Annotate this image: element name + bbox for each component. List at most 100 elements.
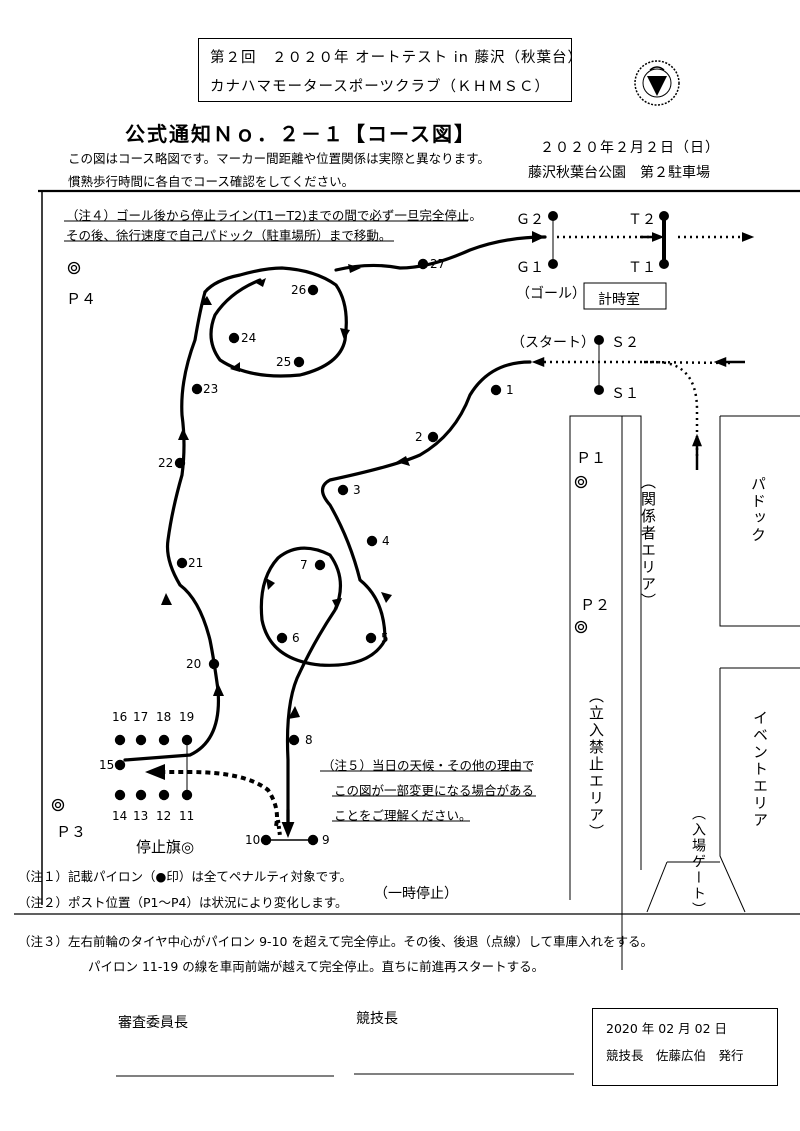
label-p2: Ｐ２ [580,596,611,614]
course-arrows [161,231,545,719]
pylon-label-18: 18 [156,710,172,724]
label-t2: Ｔ２ [628,212,656,228]
pylon-8 [288,734,300,746]
pylon-label-12: 12 [156,809,172,823]
intro-line-2: 慣熟歩行時間に各自でコース確認をしてください。 [68,174,355,189]
pylon-label-24: 24 [241,331,257,345]
pylon-label-26: 26 [291,283,307,297]
issuer: 競技長 佐藤広伯 発行 [606,1048,744,1063]
pylon-16 [114,734,126,746]
pylon-label-23: 23 [203,382,219,396]
pylon-label-3: 3 [353,483,361,497]
note-1: （注１）記載パイロン（●印）は全てペナルティ対象です。 [18,869,352,884]
pylon-label-1: 1 [506,383,514,397]
pylon-23 [191,383,203,395]
note-5-line-1: （注５）当日の天候・その他の理由で [322,758,535,773]
pylon-20 [208,658,220,670]
label-g1: Ｇ１ [516,260,544,276]
note-4-line-1: （注４）ゴール後から停止ライン(T1ーT2)までの間で必ず一旦完全停止。 [66,208,482,223]
label-t1: Ｔ１ [628,260,656,276]
note-5-line-3: ことをご理解ください。 [334,808,472,823]
note-3-line-1: （注３）左右前輪のタイヤ中心がパイロン 9-10 を超えて完全停止。その後、後退… [18,934,653,949]
label-paddock: パドック [749,476,767,544]
pylon-label-9: 9 [322,833,330,847]
label-related-area: （関係者エリア） [639,474,657,610]
pylon-label-7: 7 [300,558,308,572]
pylon-label-14: 14 [112,809,128,823]
pylon-14 [114,789,126,801]
pylon-2 [427,431,439,443]
pylon-label-20: 20 [186,657,202,671]
pylon-label-2: 2 [415,430,423,444]
event-date: ２０２０年２月２日（日） [540,140,720,156]
pylon-label-25: 25 [276,355,292,369]
label-timing-room: 計時室 [598,292,640,308]
label-g2: Ｇ２ [516,212,544,228]
pylon-label-4: 4 [382,534,390,548]
pylon-label-10: 10 [245,833,261,847]
page-title: 公式通知Ｎｏ．２－１【コース図】 [125,122,476,146]
label-p1: Ｐ１ [576,449,607,467]
pylon-26 [307,284,319,296]
header-box [198,38,572,102]
entry-dotted-2 [531,357,699,456]
pylon-25 [293,356,305,368]
note-4-line-2: その後、徐行速度で自己パドック（駐車場所）まで移動。 [66,228,392,243]
pylon-22 [174,457,186,469]
label-no-entry-area: （立入禁止エリア） [587,688,605,841]
pylon-label-22: 22 [158,456,174,470]
label-event-area: イベントエリア [751,710,769,829]
pylon-9 [307,834,319,846]
timing-room-box [583,282,667,310]
pylon-27 [417,258,429,270]
event-title: 第２回 ２０２０年 オートテスト in 藤沢（秋葉台） [210,50,584,66]
stop-line-gate [659,211,669,269]
pylon-3 [337,484,349,496]
label-stop-flag: 停止旗◎ [136,838,195,856]
post-markers [51,261,588,812]
pylon-11 [181,789,193,801]
course-path [123,235,547,838]
pylon-5 [365,632,377,644]
issue-box [592,1008,778,1086]
intro-line-1: この図はコース略図です。マーカー間距離や位置関係は実際と異なります。 [68,151,490,166]
pylon-21 [176,557,188,569]
pylon-label-15: 15 [99,758,115,772]
pylon-24 [228,332,240,344]
pylon-1 [490,384,502,396]
label-start: （スタート） [511,335,595,351]
pylon-13 [135,789,147,801]
pylon-10 [260,834,272,846]
start-gate [594,335,604,395]
label-entrance-gate: （入場ゲート） [690,806,706,918]
pylon-15 [114,759,126,771]
pylon-6 [276,632,288,644]
label-s2: Ｓ２ [611,335,639,351]
pylon-19 [181,734,193,746]
pylon-label-17: 17 [133,710,149,724]
pylon-label-11: 11 [179,809,195,823]
pylon-7 [314,559,326,571]
pylon-label-8: 8 [305,733,313,747]
label-temporary-stop: （一時停止） [374,886,458,902]
clerk-of-course-label: 競技長 [356,1011,398,1027]
pylon-4 [366,535,378,547]
pylons [114,258,502,846]
note-3-line-2: パイロン 11-19 の線を車両前端が越えて完全停止。直ちに前進再スタートする。 [88,959,545,974]
label-p3: Ｐ３ [56,823,87,841]
pylon-label-21: 21 [188,556,204,570]
pylon-17 [135,734,147,746]
pylon-label-5: 5 [381,631,389,645]
venue-name: 藤沢秋葉台公園 第２駐車場 [528,165,710,181]
issue-date: 2020 年 02 月 02 日 [606,1021,727,1036]
pylon-label-16: 16 [112,710,128,724]
area-outlines [569,415,800,970]
pylon-18 [158,734,170,746]
pylon-label-19: 19 [179,710,195,724]
pylon-12 [158,789,170,801]
pylon-label-13: 13 [133,809,149,823]
organizer-name: カナハマモータースポーツクラブ（ＫＨＭＳＣ） [210,79,550,95]
goal-gate [548,211,558,269]
pylon-label-27: 27 [430,257,446,271]
